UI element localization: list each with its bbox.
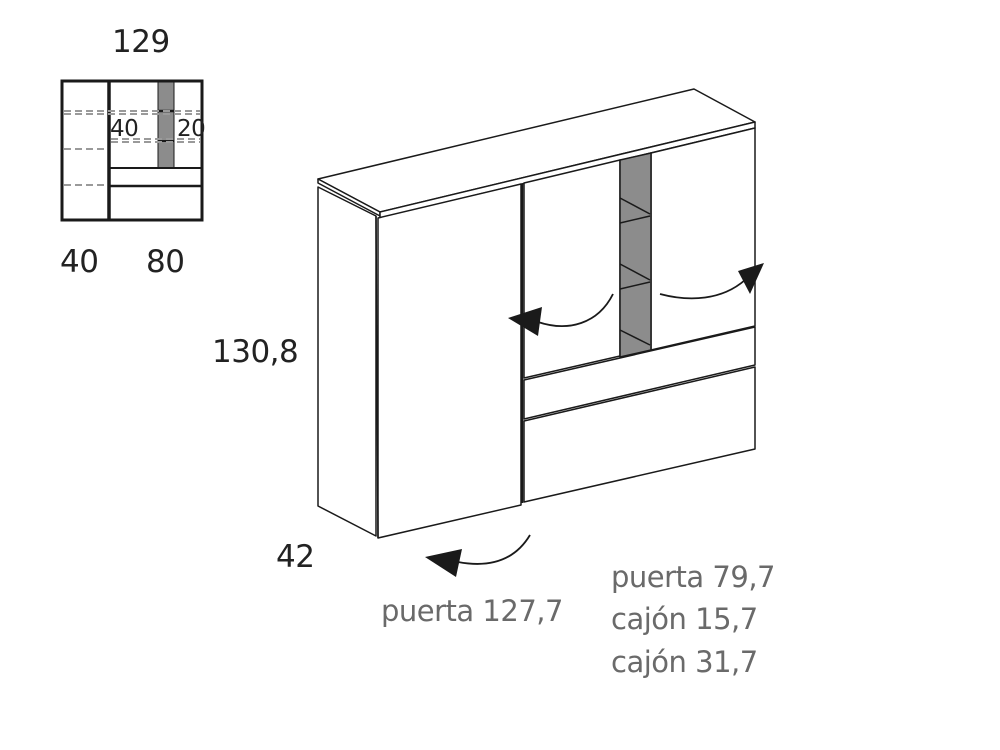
- large-drawer-size-label: cajón 31,7: [611, 645, 758, 679]
- plan-niche-label: 40: [110, 116, 139, 142]
- right-door-size-label: puerta 79,7: [611, 560, 775, 594]
- left-door-size-label: puerta 127,7: [381, 594, 563, 628]
- height-dimension-label: 130,8: [212, 334, 299, 370]
- small-drawer-size-label: cajón 15,7: [611, 602, 758, 636]
- plan-right-section-label: 20: [177, 116, 206, 142]
- plan-width-total-label: 129: [112, 24, 170, 60]
- depth-dimension-label: 42: [276, 539, 315, 575]
- plan-right-width-label: 80: [146, 244, 185, 280]
- plan-left-width-label: 40: [60, 244, 99, 280]
